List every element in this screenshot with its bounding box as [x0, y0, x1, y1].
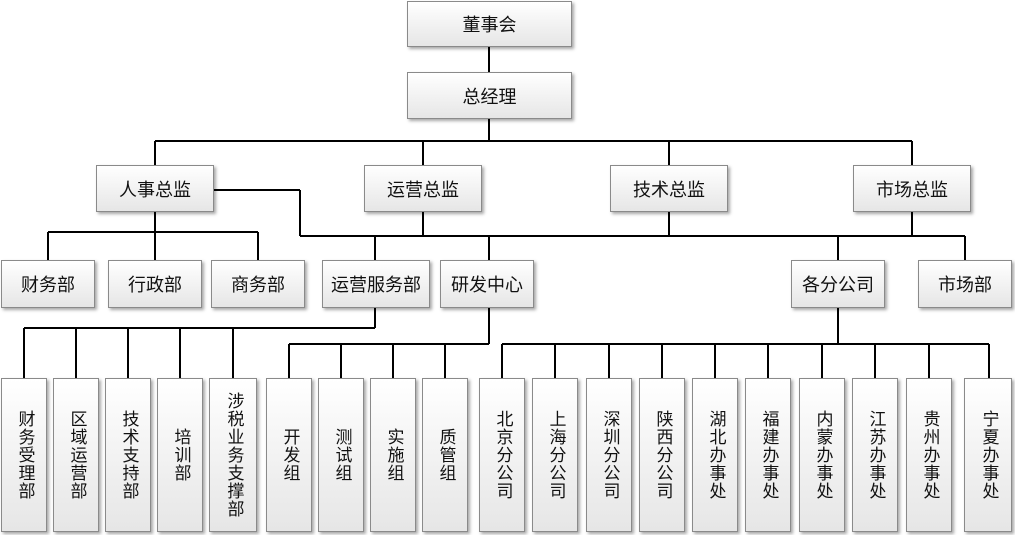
branch-unit-box: 宁夏办事处: [964, 378, 1012, 532]
board-box: 董事会: [407, 1, 572, 47]
branch-unit-box: 北京分公司: [479, 378, 525, 532]
ops-service-dept-box: 运营服务部: [322, 260, 430, 308]
branch-unit-label: 宁夏办事处: [978, 410, 999, 500]
market-director-box: 市场总监: [853, 165, 971, 212]
ops-unit-box: 区域运营部: [53, 378, 99, 532]
branch-unit-box: 内蒙办事处: [799, 378, 845, 532]
rnd-unit-box: 测试组: [318, 378, 364, 532]
hr-director-box: 人事总监: [96, 165, 214, 212]
rnd-unit-box: 质管组: [422, 378, 468, 532]
ops-director-box: 运营总监: [364, 165, 482, 212]
branch-unit-label: 北京分公司: [492, 410, 513, 500]
finance-dept-box: 财务部: [1, 260, 95, 308]
business-dept-box: 商务部: [211, 260, 305, 308]
ops-unit-label: 技术支持部: [118, 410, 139, 500]
tech-director-box: 技术总监: [610, 165, 728, 212]
ops-unit-box: 涉税业务支撑部: [209, 378, 257, 532]
rnd-unit-label: 质管组: [435, 428, 456, 482]
ops-unit-box: 财务受理部: [1, 378, 47, 532]
rnd-unit-box: 实施组: [370, 378, 416, 532]
branch-unit-label: 上海分公司: [545, 410, 566, 500]
ops-unit-label: 财务受理部: [14, 410, 35, 500]
branch-unit-box: 陕西分公司: [639, 378, 685, 532]
rnd-unit-box: 开发组: [266, 378, 312, 532]
branch-unit-label: 江苏办事处: [865, 410, 886, 500]
ops-unit-box: 培训部: [157, 378, 203, 532]
rnd-unit-label: 开发组: [279, 428, 300, 482]
branches-box: 各分公司: [791, 260, 885, 308]
branch-unit-label: 内蒙办事处: [812, 410, 833, 500]
marketing-dept-box: 市场部: [918, 260, 1012, 308]
ops-unit-label: 涉税业务支撑部: [223, 392, 244, 518]
general-manager-box: 总经理: [407, 72, 572, 119]
admin-dept-box: 行政部: [108, 260, 202, 308]
branch-unit-label: 福建办事处: [758, 410, 779, 500]
ops-unit-label: 培训部: [170, 428, 191, 482]
rnd-unit-label: 实施组: [383, 428, 404, 482]
branch-unit-box: 福建办事处: [745, 378, 791, 532]
branch-unit-box: 深圳分公司: [586, 378, 632, 532]
branch-unit-label: 深圳分公司: [599, 410, 620, 500]
branch-unit-label: 湖北办事处: [705, 410, 726, 500]
branch-unit-box: 贵州办事处: [906, 378, 952, 532]
branch-unit-box: 湖北办事处: [692, 378, 738, 532]
ops-unit-box: 技术支持部: [105, 378, 151, 532]
branch-unit-box: 江苏办事处: [852, 378, 898, 532]
ops-unit-label: 区域运营部: [66, 410, 87, 500]
branch-unit-label: 贵州办事处: [919, 410, 940, 500]
branch-unit-label: 陕西分公司: [652, 410, 673, 500]
rnd-center-box: 研发中心: [440, 260, 534, 308]
branch-unit-box: 上海分公司: [532, 378, 578, 532]
rnd-unit-label: 测试组: [331, 428, 352, 482]
